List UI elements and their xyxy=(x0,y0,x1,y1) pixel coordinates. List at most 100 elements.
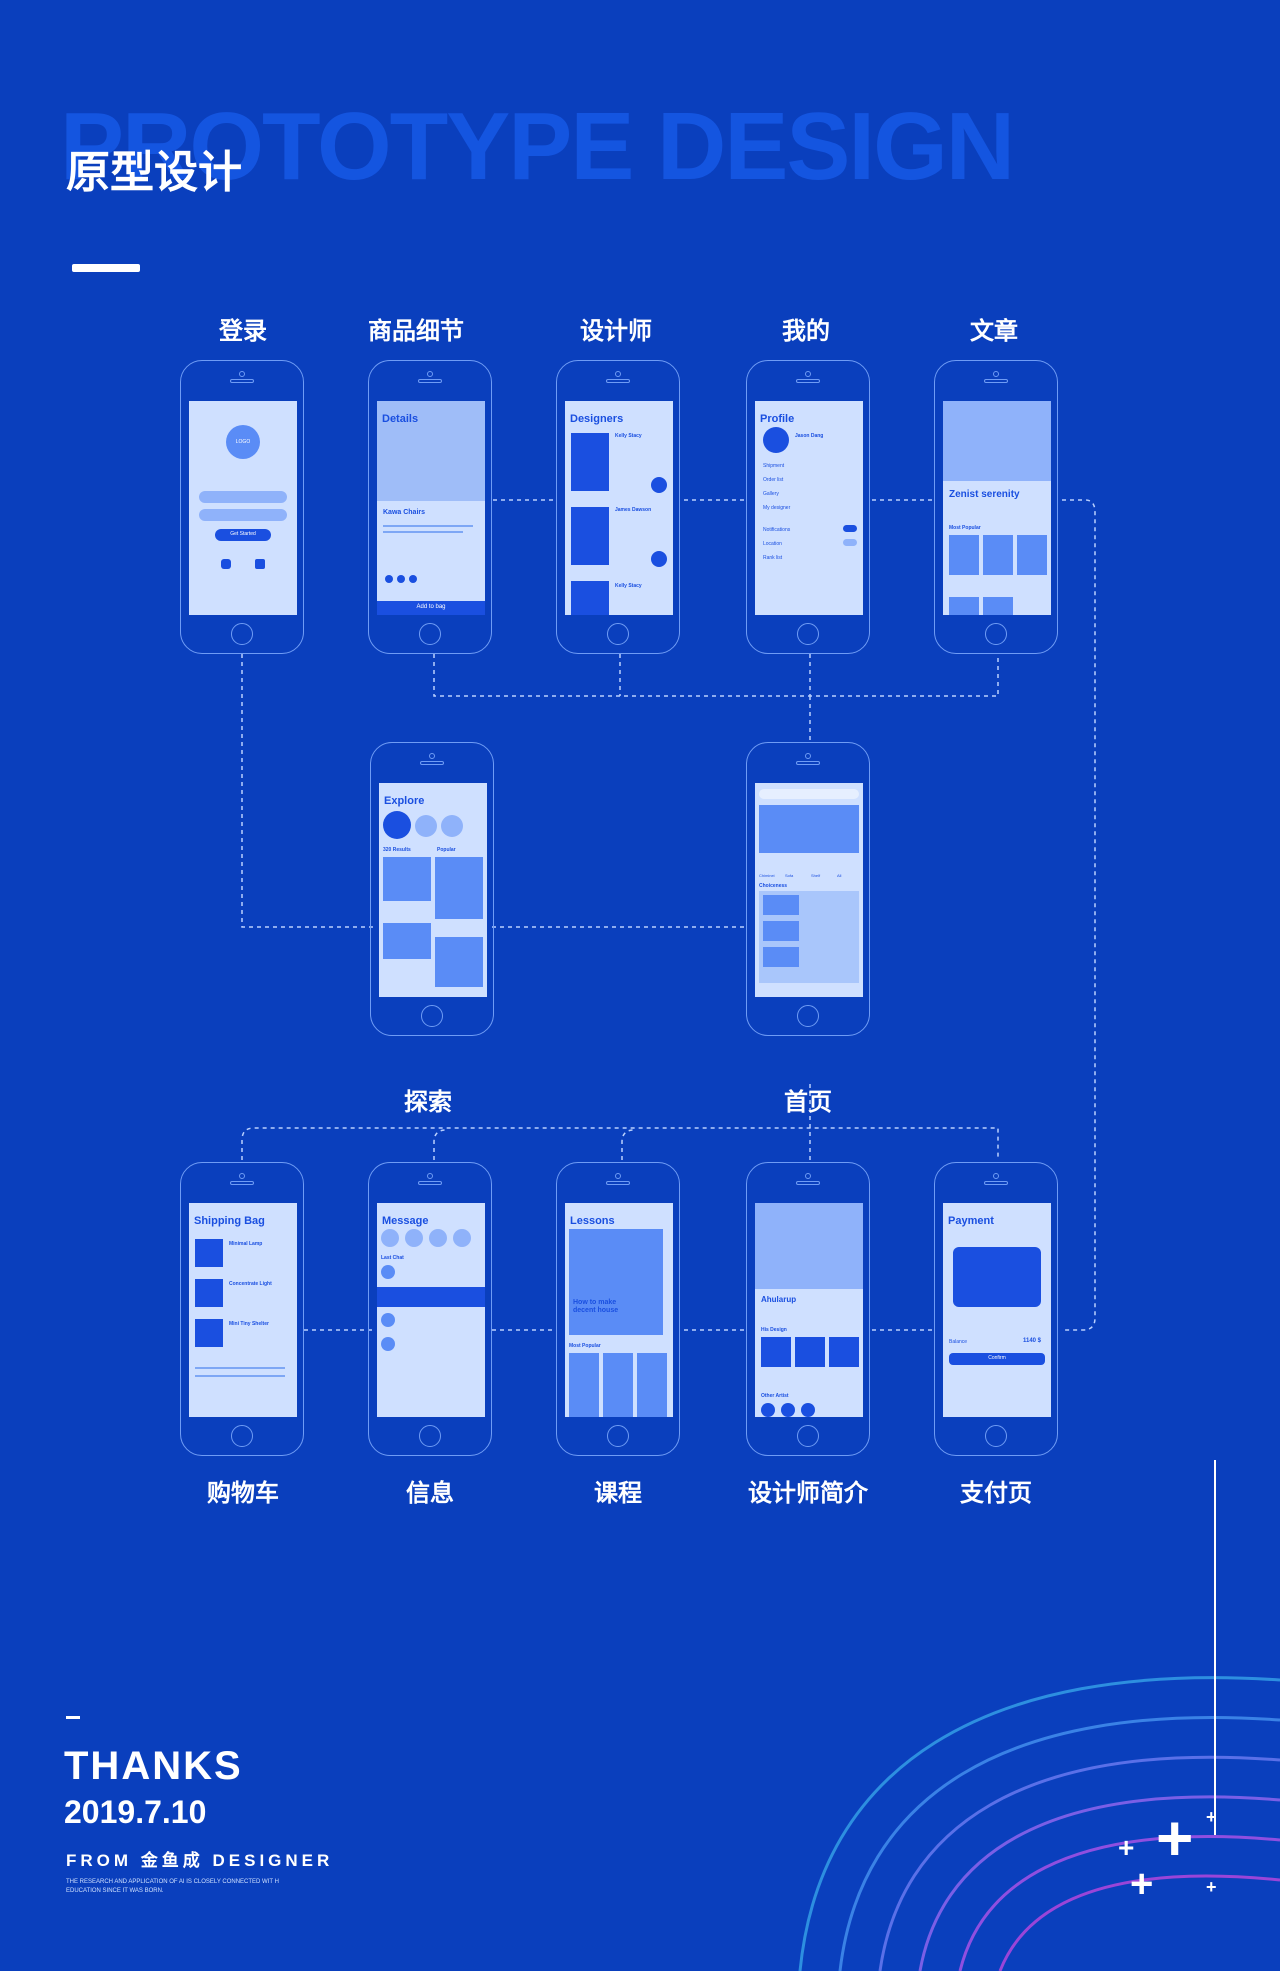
camera-icon xyxy=(239,1173,245,1179)
explore-title: Explore xyxy=(384,795,425,807)
confirm-button[interactable] xyxy=(949,1353,1045,1365)
get-started-button[interactable] xyxy=(215,529,271,541)
page-title: 原型设计 xyxy=(66,148,242,197)
location-toggle[interactable] xyxy=(843,539,857,546)
home-button[interactable] xyxy=(421,1005,443,1027)
home-button[interactable] xyxy=(797,1005,819,1027)
phone-message[interactable]: Message Last Chat xyxy=(368,1162,492,1456)
menu-rank-list[interactable]: Rank list xyxy=(763,555,783,561)
search-input[interactable] xyxy=(759,789,859,799)
speaker xyxy=(984,379,1008,383)
category-shelf[interactable]: Shelf xyxy=(811,873,821,878)
bag-item: Minimal Lamp xyxy=(229,1241,263,1247)
decorative-waves xyxy=(798,1676,1280,1971)
speaker xyxy=(418,379,442,383)
camera-icon xyxy=(615,371,621,377)
camera-icon xyxy=(429,753,435,759)
plus-icon: + xyxy=(1206,1877,1217,1897)
camera-icon xyxy=(805,371,811,377)
screen-article: Zenist serenity Most Popular xyxy=(943,401,1051,615)
label-login: 登录 xyxy=(219,318,267,345)
home-button[interactable] xyxy=(985,1425,1007,1447)
category-chiminei[interactable]: Chiminei xyxy=(759,873,775,878)
category-sofa[interactable]: Sofa xyxy=(785,873,794,878)
home-button[interactable] xyxy=(419,623,441,645)
menu-location[interactable]: Location xyxy=(763,541,782,547)
designer-profile-section2: Other Artist xyxy=(761,1393,789,1399)
camera-icon xyxy=(993,371,999,377)
background-title: PROTOTYPE DESIGN xyxy=(60,93,1015,200)
phone-home[interactable]: Chiminei Sofa Shelf All Choiceness xyxy=(746,742,870,1036)
label-designers: 设计师 xyxy=(580,318,652,345)
home-button[interactable] xyxy=(797,623,819,645)
home-button[interactable] xyxy=(419,1425,441,1447)
label-explore: 探索 xyxy=(404,1089,452,1116)
phone-explore[interactable]: Explore 320 Results Popular xyxy=(370,742,494,1036)
notifications-toggle[interactable] xyxy=(843,525,857,532)
label-details: 商品细节 xyxy=(368,318,464,345)
camera-icon xyxy=(805,1173,811,1179)
speaker xyxy=(230,379,254,383)
camera-icon xyxy=(427,1173,433,1179)
home-button[interactable] xyxy=(231,1425,253,1447)
home-button[interactable] xyxy=(607,1425,629,1447)
facebook-icon[interactable] xyxy=(255,559,265,569)
phone-profile[interactable]: Profile Jason Dang Shipment Order list G… xyxy=(746,360,870,654)
menu-shipment[interactable]: Shipment xyxy=(763,463,785,469)
add-to-bag-button[interactable] xyxy=(377,601,485,615)
password-field[interactable] xyxy=(199,509,287,521)
menu-my-designer[interactable]: My designer xyxy=(763,505,791,511)
camera-icon xyxy=(615,1173,621,1179)
speaker xyxy=(796,761,820,765)
screen-bag: Shipping Bag Minimal Lamp Concentrate Li… xyxy=(189,1203,297,1417)
menu-gallery[interactable]: Gallery xyxy=(763,491,779,497)
phone-payment[interactable]: Payment Balance 1140 $ Confirm xyxy=(934,1162,1058,1456)
explore-sort[interactable]: Popular xyxy=(437,847,456,853)
speaker xyxy=(420,761,444,765)
balance-value: 1140 $ xyxy=(1023,1338,1042,1344)
footer-dash xyxy=(66,1716,80,1719)
home-button[interactable] xyxy=(797,1425,819,1447)
plus-icon: + xyxy=(1118,1832,1135,1863)
phone-bag[interactable]: Shipping Bag Minimal Lamp Concentrate Li… xyxy=(180,1162,304,1456)
lessons-title: Lessons xyxy=(570,1215,615,1227)
screen-designers: Designers Kelly Stacy James Dawson Kelly… xyxy=(565,401,673,615)
category-all[interactable]: All xyxy=(837,873,842,878)
speaker xyxy=(418,1181,442,1185)
lessons-section: Most Popular xyxy=(569,1343,601,1349)
phone-designer-profile[interactable]: Ahularup His Design Other Artist xyxy=(746,1162,870,1456)
menu-order-list[interactable]: Order list xyxy=(763,477,784,483)
plus-icon: + xyxy=(1156,1802,1194,1874)
instagram-icon[interactable] xyxy=(221,559,231,569)
designer-name: Kelly Stacy xyxy=(615,583,642,589)
designer-name: Kelly Stacy xyxy=(615,433,642,439)
profile-title: Profile xyxy=(760,413,795,425)
phone-login[interactable]: LOGO Get Started xyxy=(180,360,304,654)
username-field[interactable] xyxy=(199,491,287,503)
explore-results: 320 Results xyxy=(383,847,411,853)
home-button[interactable] xyxy=(607,623,629,645)
speaker xyxy=(606,1181,630,1185)
phone-details[interactable]: Details Kawa Chairs Add to bag xyxy=(368,360,492,654)
speaker xyxy=(606,379,630,383)
screen-details: Details Kawa Chairs Add to bag xyxy=(377,401,485,615)
home-button[interactable] xyxy=(985,623,1007,645)
phone-designers[interactable]: Designers Kelly Stacy James Dawson Kelly… xyxy=(556,360,680,654)
speaker xyxy=(796,379,820,383)
phone-lessons[interactable]: Lessons How to make decent house Most Po… xyxy=(556,1162,680,1456)
add-to-bag-label: Add to bag xyxy=(416,604,446,610)
payment-card[interactable] xyxy=(953,1247,1041,1307)
designer-name: James Dawson xyxy=(615,507,652,513)
balance-label: Balance xyxy=(949,1339,968,1345)
home-button[interactable] xyxy=(231,623,253,645)
menu-notifications[interactable]: Notifications xyxy=(763,527,791,533)
vertical-rule xyxy=(1214,1460,1216,1835)
camera-icon xyxy=(239,371,245,377)
designer-profile-section1: His Design xyxy=(761,1327,787,1333)
home-section: Choiceness xyxy=(759,883,788,889)
phone-article[interactable]: Zenist serenity Most Popular xyxy=(934,360,1058,654)
label-article: 文章 xyxy=(970,318,1018,345)
speaker xyxy=(796,1181,820,1185)
footer-note: THE RESEARCH AND APPLICATION OF AI IS CL… xyxy=(66,1879,279,1894)
speaker xyxy=(984,1181,1008,1185)
